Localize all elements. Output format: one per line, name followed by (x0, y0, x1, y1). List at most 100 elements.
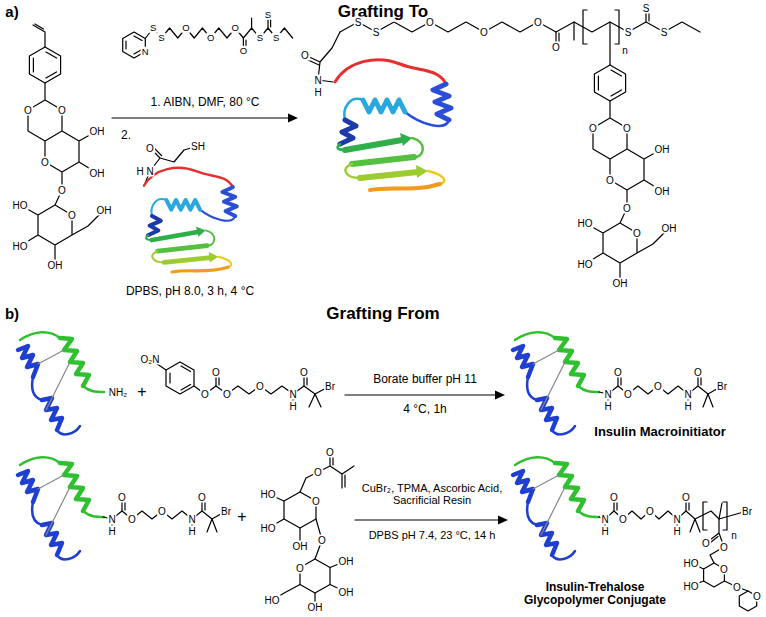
atom-label: O (645, 506, 655, 517)
atom-label: O (317, 535, 327, 546)
reaction-condition: 1. AIBN, DMF, 80 °C (150, 96, 261, 109)
bonds-b (150, 359, 757, 611)
atom-label: OH (654, 186, 671, 197)
atom-label: O (618, 514, 628, 525)
atom-label: O (719, 564, 729, 575)
atom-label: O (200, 389, 210, 400)
atom-label: OH (612, 278, 629, 289)
vinyl-group (33, 24, 45, 47)
atom-label: O (211, 367, 221, 378)
atom-label: OH (89, 168, 106, 179)
atom-label: O (479, 27, 489, 38)
plus-sign: + (136, 383, 147, 401)
atom-label: S (264, 10, 272, 20)
repeat-bracket (703, 502, 727, 530)
atom-label: O (701, 538, 711, 549)
double-bonds (126, 36, 142, 54)
atom-label: S (660, 27, 669, 38)
section-title: Grafting To (337, 3, 429, 22)
arrow-head (288, 114, 298, 123)
atom-label: H (313, 87, 322, 98)
atom-label: H (672, 526, 681, 537)
atom-label: O (181, 23, 190, 33)
atom-label: N (683, 389, 692, 400)
panel-letter: a) (4, 4, 19, 21)
atom-label: H (288, 401, 297, 412)
atom-label: O (719, 542, 729, 553)
atom-label: O (197, 492, 207, 503)
atom-label: O (23, 105, 33, 116)
polymer-bonds (556, 8, 649, 65)
atom-label: O (57, 105, 67, 116)
plus-sign: + (236, 508, 247, 526)
atom-label: O (622, 123, 632, 134)
atom-label: OH (96, 205, 113, 216)
insulin (18, 332, 104, 434)
arrow-head (498, 516, 508, 525)
atom-label: S (642, 3, 651, 14)
atom-label: HO (264, 595, 281, 606)
atom-label: O (533, 17, 543, 28)
atom-label: S (256, 33, 264, 43)
compound-name: Insulin Macroinitiator (593, 425, 726, 439)
atom-label: O (609, 492, 619, 503)
atom-label: Br (716, 381, 728, 392)
atom-label: O (255, 381, 265, 392)
atom-label: N (145, 166, 154, 177)
arrow-head (495, 391, 505, 400)
atom-label: HO (12, 241, 29, 252)
repeat-bracket (583, 10, 619, 44)
raft-chain (145, 28, 292, 39)
atom-label: O (632, 228, 642, 239)
insulin (18, 457, 104, 559)
step-number: 2. (120, 129, 132, 142)
atom-label: O (693, 367, 703, 378)
atom-label: O (623, 389, 633, 400)
atom-label: N (600, 514, 609, 525)
atom-label: N (187, 514, 196, 525)
atom-label: H (107, 526, 116, 537)
atom-label: S (272, 33, 280, 43)
atom-label: O (117, 492, 127, 503)
atom-label: N (313, 75, 322, 86)
atom-label: O (752, 591, 762, 602)
atom-label: S (624, 27, 633, 38)
atom-label: H (683, 401, 692, 412)
polymer-chain (340, 22, 700, 32)
atom-label: O (653, 381, 663, 392)
atom-label: O (295, 562, 305, 573)
atom-label: OH (307, 602, 324, 613)
atom-label: O (588, 123, 598, 134)
atom-label: H (600, 526, 609, 537)
atom-label: O (681, 492, 691, 503)
reaction-arrow (345, 394, 497, 395)
atom-label: H (135, 166, 144, 177)
protein-reactant (144, 168, 237, 272)
atom-label: S (372, 27, 381, 38)
reaction-arrow (112, 117, 290, 118)
bonds-a (20, 8, 700, 283)
methacrylate-bonds (268, 452, 354, 559)
atom-label: n (730, 530, 738, 541)
atom-label: Br (741, 506, 753, 517)
atom-label: OH (47, 260, 64, 271)
atom-label: N (288, 389, 297, 400)
atom-label: O (300, 50, 310, 61)
atom-label: HO (683, 558, 700, 569)
reaction-condition: DPBS pH 7.4, 23 °C, 14 h (368, 529, 497, 541)
atom-label: OH (661, 223, 678, 234)
atom-label: HO (260, 489, 277, 500)
atom-label: O (157, 506, 167, 517)
atom-label: O (425, 17, 435, 28)
atom-label: HO (260, 523, 277, 534)
atom-label: O (222, 389, 232, 400)
atom-label: Br (220, 506, 232, 517)
atom-label: O (57, 185, 67, 196)
atom-label: OH (89, 126, 106, 137)
monomer-structure (20, 47, 104, 265)
reaction-condition: CuBr₂, TPMA, Ascorbic Acid, Sacrificial … (352, 482, 512, 506)
atom-label: N (141, 46, 150, 56)
atom-label: Br (324, 381, 336, 392)
atom-label: O (206, 33, 215, 43)
